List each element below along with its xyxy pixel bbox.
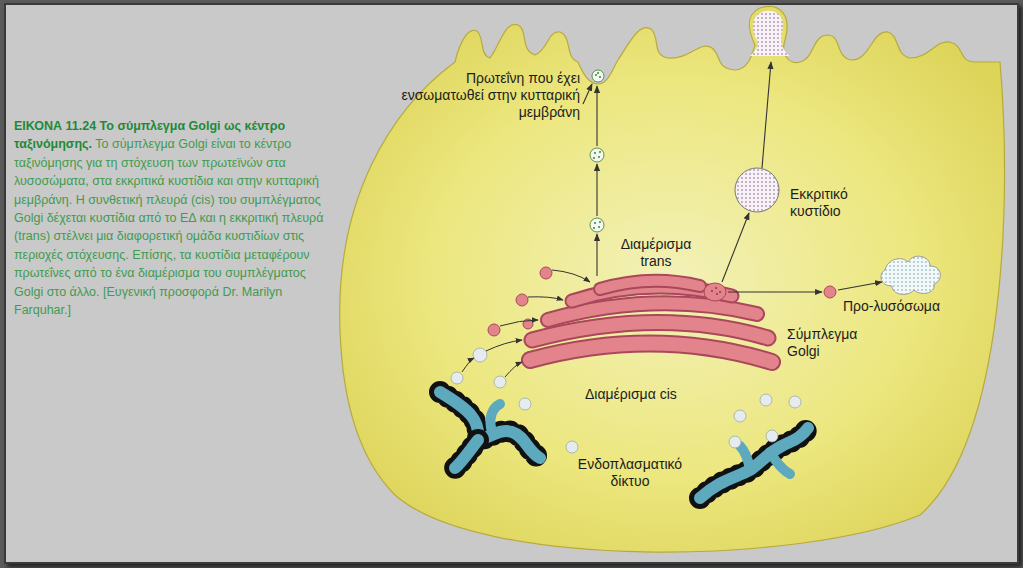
figure-caption-block: ΕΙΚΟΝΑ 11.24 Το σύμπλεγμα Golgi ως κέντρ… (14, 117, 332, 319)
diagram-label: Προ-λυσόσωμα (843, 298, 973, 315)
diagram-label: Πρωτεΐνη που έχει ενσωματωθεί στην κυττα… (392, 70, 580, 121)
diagram-label: Ενδοπλασματικό δίκτυο (565, 456, 695, 490)
figure-caption: Το σύμπλεγμα Golgi είναι το κέντρο ταξιν… (14, 137, 323, 317)
diagram-label: Σύμπλεγμα Golgi (787, 326, 887, 360)
diagram-label: Διαμέρισμα trans (606, 236, 706, 270)
diagram-label: Διαμέρισμα cis (585, 386, 715, 403)
diagram-label: Εκκριτικό κυστίδιο (790, 186, 900, 220)
